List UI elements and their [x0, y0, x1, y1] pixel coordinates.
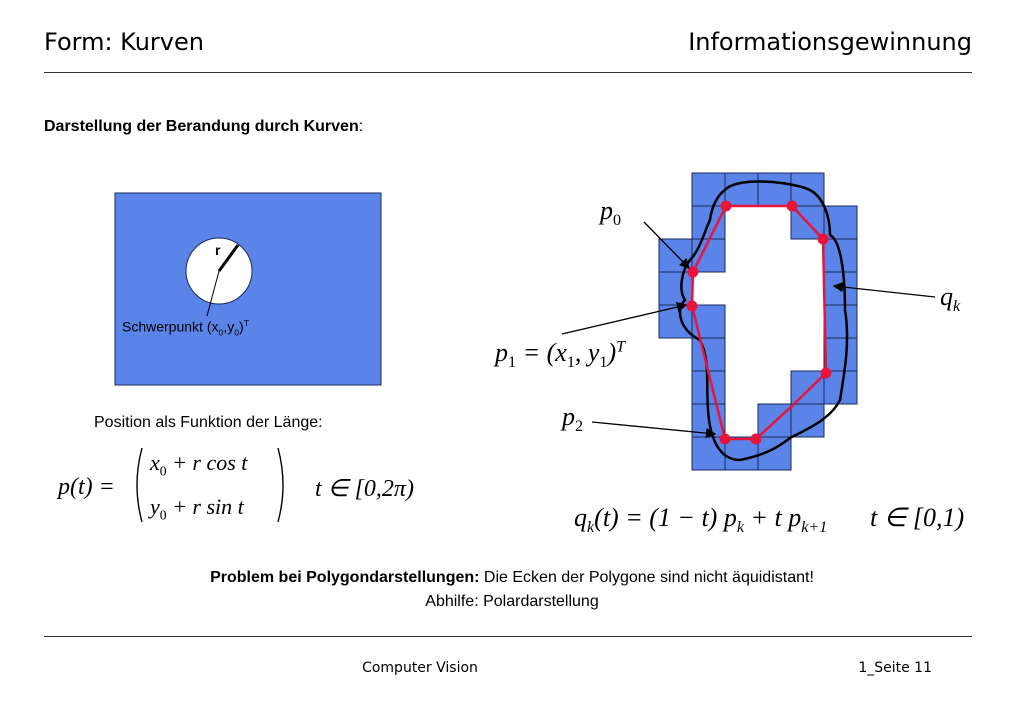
polygon-approximation — [690, 204, 828, 441]
interpolation-domain: t ∈ [0,1) — [870, 503, 965, 532]
arrow-p1 — [561, 302, 688, 335]
label-p0: p0 — [600, 196, 622, 230]
centroid-label: Schwerpunkt (x0,y0)T — [122, 318, 250, 338]
slide-topic: Informationsgewinnung — [688, 28, 972, 56]
region-figure — [114, 192, 382, 386]
formula-caption: Position als Funktion der Länge: — [94, 414, 323, 431]
pixel-contour-figure — [658, 172, 858, 471]
formula-lhs: p(t) = — [58, 474, 115, 500]
label-p2: p2 — [562, 402, 584, 436]
slide-title: Form: Kurven — [44, 28, 204, 56]
label-qk: qk — [940, 282, 961, 316]
footer-course: Computer Vision — [362, 660, 478, 676]
arrow-p0 — [643, 221, 690, 269]
footer-page-number: 1_Seite 11 — [858, 660, 932, 676]
remedy-statement: Abhilfe: Polardarstellung — [425, 593, 599, 610]
radius-label: r — [215, 242, 221, 258]
section-heading: Darstellung der Berandung durch Kurven: — [44, 118, 363, 136]
section-heading-tail: : — [358, 118, 364, 135]
formula-row1: x0 + r cos t — [150, 450, 248, 479]
section-heading-bold: Darstellung der Berandung durch Kurven — [44, 118, 359, 135]
polygon-vertices — [686, 200, 832, 445]
arrow-p2 — [591, 421, 717, 439]
centroid-pointer — [206, 270, 220, 317]
radius-line — [217, 244, 240, 272]
label-p1-formula: p1 = (x1, y1)T — [495, 338, 626, 372]
formula-domain: t ∈ [0,2π) — [315, 476, 414, 502]
region-rectangle — [114, 192, 382, 386]
problem-statement: Problem bei Polygondarstellungen: Die Ec… — [210, 569, 814, 586]
interpolation-formula: qk(t) = (1 − t) pk + t pk+1 — [574, 503, 828, 537]
formula-matrix-brackets — [136, 447, 284, 523]
formula-row2: y0 + r sin t — [150, 494, 244, 523]
arrow-qk — [832, 281, 936, 298]
header-rule — [44, 72, 972, 73]
footer-rule — [44, 636, 972, 637]
